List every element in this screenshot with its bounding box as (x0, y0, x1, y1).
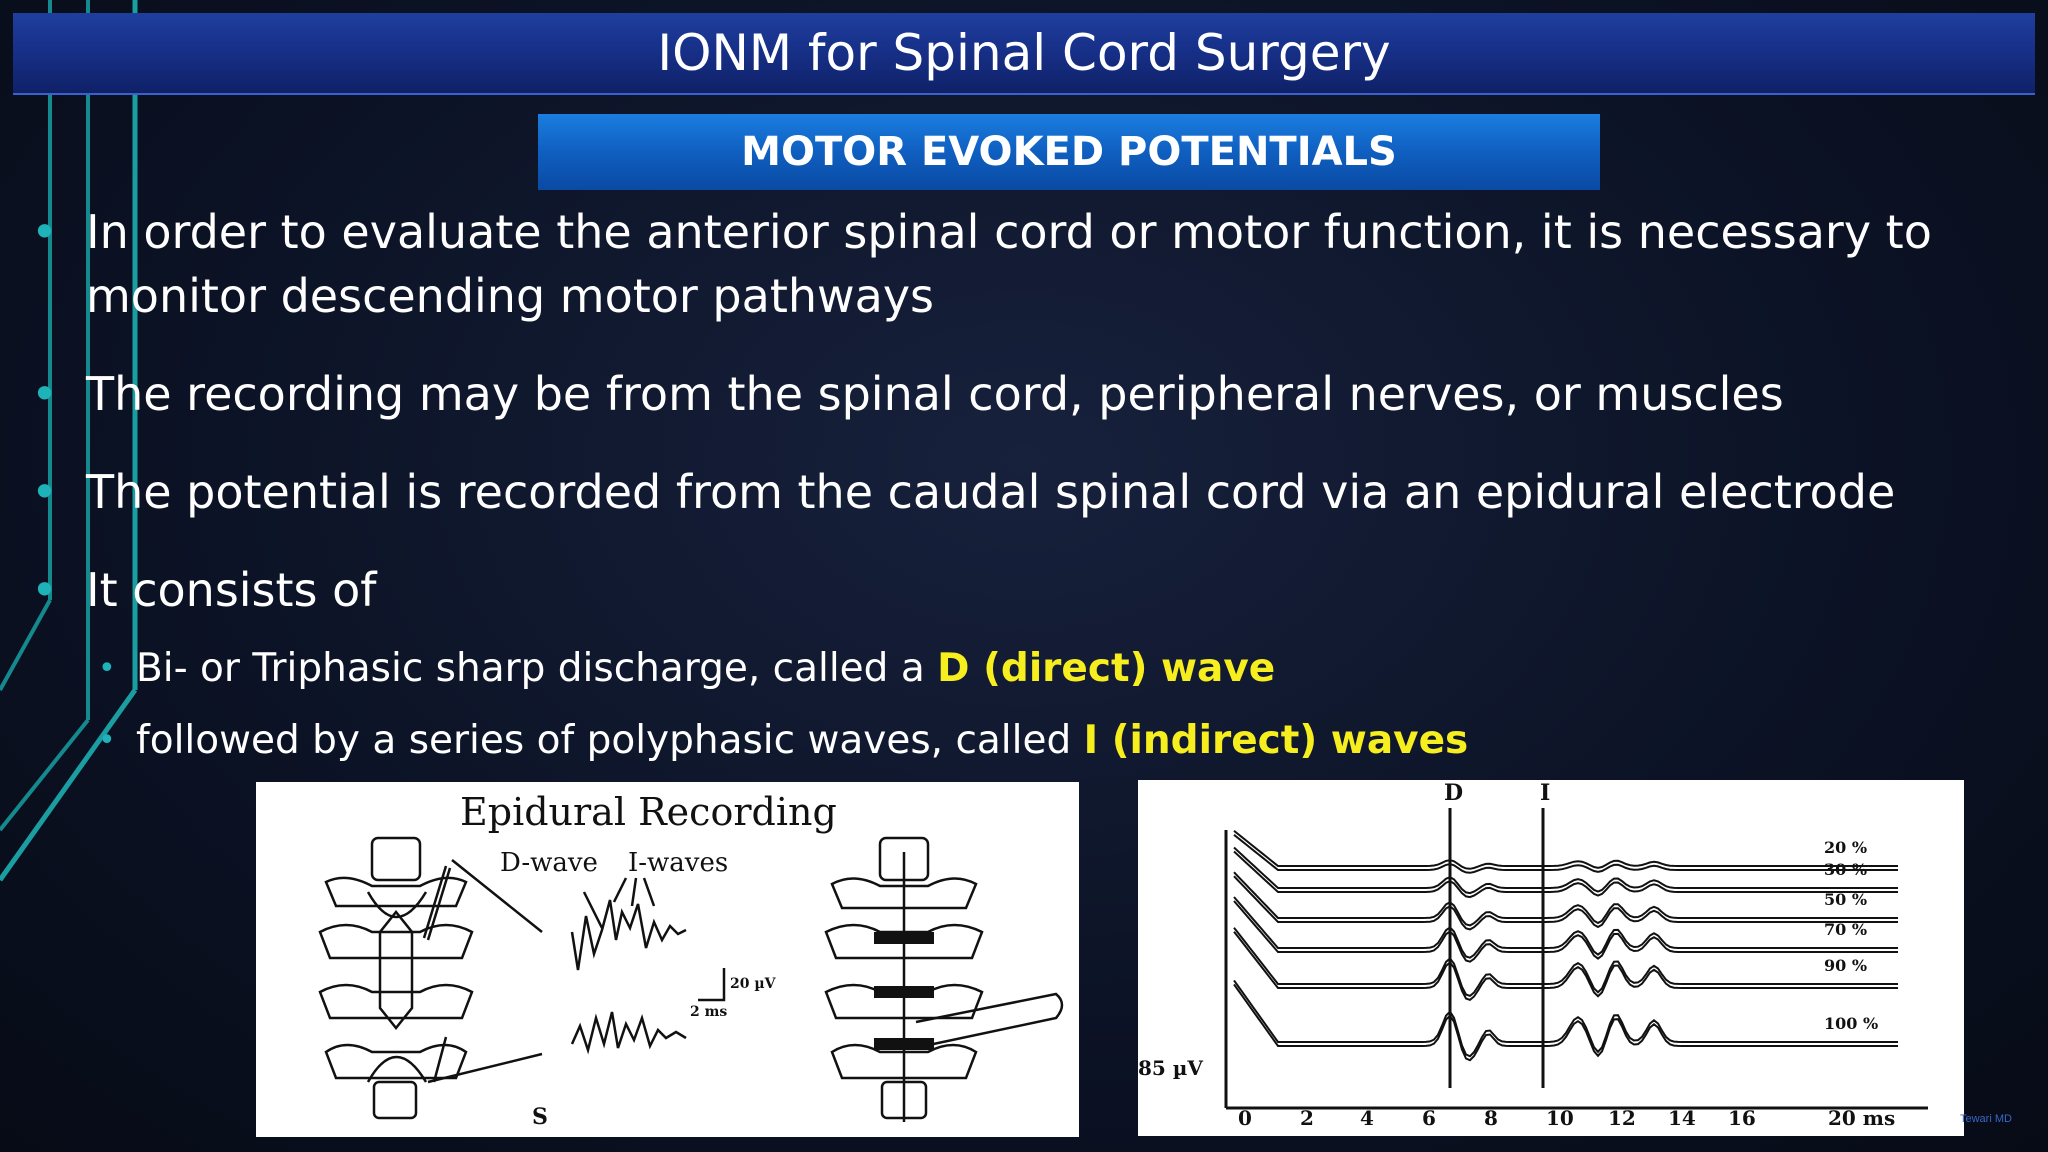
vertebra-left-4 (324, 1043, 468, 1080)
electrode-lower-left (432, 1036, 448, 1083)
stimulus-label: S (532, 1104, 548, 1130)
trace-line (1233, 850, 1898, 899)
spinal-cord-left (366, 891, 428, 1083)
trace-line (1233, 834, 1898, 874)
vertebra-left-3 (318, 983, 474, 1020)
trace-line (1233, 896, 1898, 959)
trace-line (1233, 846, 1898, 895)
muscle-band-3 (874, 1038, 934, 1050)
electrode-upper-left (422, 865, 448, 939)
waveform-lower (570, 1011, 687, 1055)
trace-plot (1224, 808, 1928, 1110)
lead-upper (451, 859, 543, 933)
vertebra-right-2 (824, 923, 984, 960)
subbullet-1-text: Bi- or Triphasic sharp discharge, called… (136, 646, 938, 691)
i-pointer-3 (642, 877, 656, 907)
trace-line (1233, 931, 1898, 1002)
vertebra-top-left (370, 836, 422, 882)
figure-title: Epidural Recording (460, 790, 837, 834)
scale-bar (698, 968, 726, 1002)
subbullet-1-highlight: D (direct) wave (937, 646, 1276, 691)
subbullet-2-highlight: I (indirect) waves (1083, 718, 1469, 763)
bullet-1: In order to evaluate the anterior spinal… (31, 200, 2016, 328)
scale-time: 2 ms (690, 1004, 728, 1020)
epidural-recording-figure: Epidural Recording D-wave I-waves 20 µV … (256, 782, 1079, 1137)
scale-voltage: 20 µV (730, 976, 776, 992)
subbullet-1: Bi- or Triphasic sharp discharge, called… (98, 644, 1986, 694)
x-tick-label: 0 (1238, 1106, 1252, 1130)
trace-line (1233, 983, 1898, 1062)
trace-label: 50 % (1824, 890, 1868, 909)
muscle-band-1 (874, 932, 934, 944)
trace-line (1233, 979, 1898, 1058)
d-pointer (582, 891, 604, 929)
vertebra-right-4 (830, 1043, 978, 1080)
electrode-upper-left-2 (426, 867, 452, 941)
x-tick-label: 10 (1546, 1106, 1574, 1130)
trace-line (1233, 875, 1898, 931)
vertebra-left-2 (318, 923, 474, 960)
bullet-4: It consists of (31, 558, 2016, 622)
vertebra-bottom-left (372, 1080, 418, 1120)
i-pointer-2 (630, 877, 638, 907)
trace-label: 20 % (1824, 838, 1868, 857)
x-tick-label: 2 (1300, 1106, 1314, 1130)
vertebra-left-1 (324, 876, 468, 908)
subbullet-2-text: followed by a series of polyphasic waves… (136, 718, 1084, 763)
i-marker-label: I (1540, 780, 1551, 806)
x-tick-label: 16 (1728, 1106, 1756, 1130)
amplitude-label: 85 µV (1138, 1056, 1203, 1080)
subtitle-bar: MOTOR EVOKED POTENTIALS (538, 114, 1600, 190)
trace-label: 100 % (1824, 1014, 1879, 1033)
i-waves-label: I-waves (628, 848, 729, 878)
vertebra-bottom-right (880, 1080, 928, 1120)
d-marker-label: D (1444, 780, 1464, 806)
slide-subtitle: MOTOR EVOKED POTENTIALS (741, 129, 1397, 175)
waveform-upper (570, 899, 687, 971)
epidural-drawing (318, 836, 1064, 1122)
epidural-catheter (915, 992, 1064, 1048)
i-pointer-1 (612, 877, 628, 903)
x-tick-label: 20 ms (1828, 1106, 1896, 1130)
trace-label: 90 % (1824, 956, 1868, 975)
slide-title: IONM for Spinal Cord Surgery (657, 24, 1391, 82)
x-tick-label: 8 (1484, 1106, 1498, 1130)
cord-exposure-left (378, 909, 414, 1031)
trace-label: 70 % (1824, 920, 1868, 939)
muscle-band-2 (874, 986, 934, 998)
bullet-2: The recording may be from the spinal cor… (31, 362, 2016, 426)
credit-text: Tewari MD (1960, 1113, 2012, 1125)
bullet-3: The potential is recorded from the cauda… (31, 460, 2016, 524)
title-bar: IONM for Spinal Cord Surgery (13, 13, 2035, 95)
x-tick-label: 14 (1668, 1106, 1696, 1130)
subbullet-2: followed by a series of polyphasic waves… (98, 716, 1986, 766)
x-tick-label: 6 (1422, 1106, 1436, 1130)
lead-lower (427, 1052, 543, 1084)
x-tick-label: 12 (1608, 1106, 1636, 1130)
x-tick-label: 4 (1360, 1106, 1374, 1130)
vertebra-right-1 (830, 877, 978, 910)
trace-line (1233, 927, 1898, 998)
trace-line (1233, 871, 1898, 927)
trace-line (1233, 900, 1898, 963)
trace-line (1233, 830, 1898, 870)
d-wave-label: D-wave (500, 848, 598, 878)
